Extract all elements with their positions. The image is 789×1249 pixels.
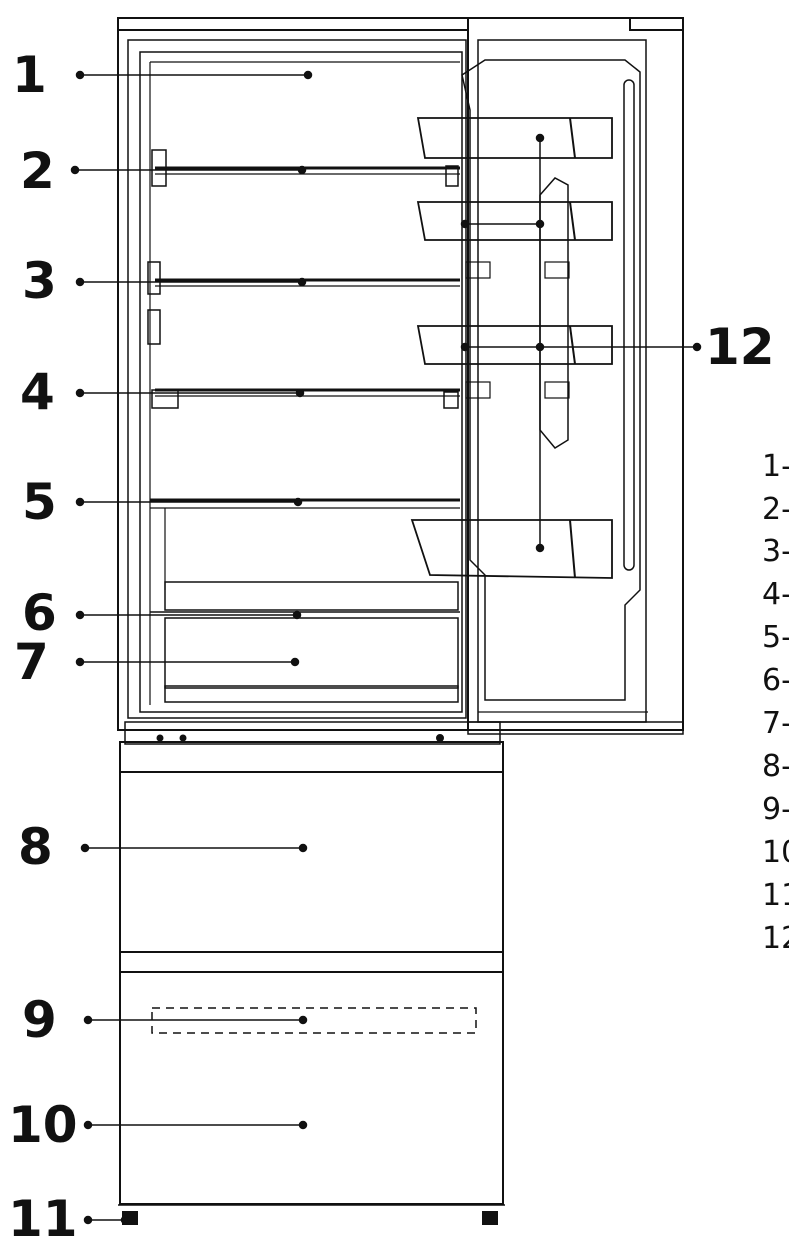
fridge-cabinet	[117, 17, 469, 731]
callout-8: 8	[18, 818, 53, 876]
legend-item-4: 4-	[762, 577, 789, 612]
shelf-2	[151, 149, 460, 187]
legend-item-10: 10	[762, 835, 789, 870]
fridge-door	[461, 17, 684, 731]
drawer-7	[164, 617, 459, 703]
legend-item-7: 7-	[762, 706, 789, 741]
callout-12: 12	[705, 318, 775, 376]
leader-line-6	[75, 610, 302, 620]
shelf-3	[147, 261, 460, 345]
legend-item-8: 8-	[762, 749, 789, 784]
legend-item-12: 12	[762, 921, 789, 956]
callout-1: 1	[12, 46, 47, 104]
legend-item-3: 3-	[762, 534, 789, 569]
leader-line-7	[75, 657, 300, 667]
legend-item-1: 1-	[762, 449, 789, 484]
door-bin-3	[416, 325, 613, 365]
legend-item-9: 9-	[762, 792, 789, 827]
callout-9: 9	[22, 991, 57, 1049]
leader-line-11	[83, 1215, 130, 1225]
freezer-drawer-top	[119, 741, 504, 953]
adjustable-feet	[118, 1204, 505, 1225]
callout-10: 10	[8, 1096, 78, 1154]
callout-5: 5	[22, 473, 57, 531]
callout-2: 2	[20, 142, 55, 200]
leader-line-3	[75, 277, 307, 287]
leader-line-1	[75, 70, 313, 80]
callout-7: 7	[14, 633, 49, 691]
leader-line-5	[75, 497, 303, 507]
callout-11: 11	[8, 1190, 78, 1248]
leader-line-9	[83, 1015, 308, 1025]
leader-line-2	[70, 165, 307, 175]
legend-item-2: 2-	[762, 492, 789, 527]
callout-6: 6	[22, 584, 57, 642]
shelf-4	[151, 388, 460, 409]
callout-3: 3	[22, 252, 57, 310]
legend-item-5: 5-	[762, 620, 789, 655]
door-bin-1	[416, 117, 613, 159]
shelf-5	[150, 498, 460, 590]
leader-line-8	[80, 843, 308, 853]
leader-line-10	[83, 1120, 308, 1130]
legend-item-6: 6-	[762, 663, 789, 698]
legend-item-11: 11	[762, 878, 789, 913]
freezer-drawer-bottom	[119, 951, 504, 1205]
drawer-6	[150, 581, 460, 613]
door-bin-4	[410, 519, 613, 579]
leader-line-12	[460, 133, 702, 553]
callout-4: 4	[20, 363, 55, 421]
leader-line-4	[75, 388, 305, 398]
door-bin-2	[416, 201, 613, 241]
